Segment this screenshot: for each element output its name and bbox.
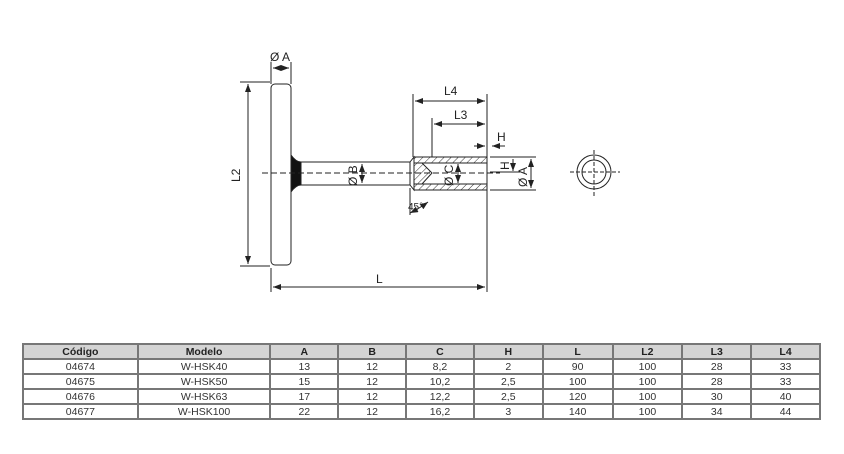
table-cell: 90 — [541, 358, 614, 375]
table-cell: 8,2 — [405, 358, 475, 375]
header-b: B — [337, 343, 408, 360]
dim-angle — [409, 201, 429, 214]
table-cell: 04674 — [22, 358, 139, 375]
header-l3: L3 — [681, 343, 753, 360]
table-cell: 40 — [750, 388, 821, 405]
label-dia-a-side: Ø A — [516, 167, 530, 187]
label-dia-b: Ø B — [346, 165, 360, 186]
table-cell: 3 — [472, 403, 544, 420]
table-cell: 17 — [269, 388, 340, 405]
table-cell: 100 — [541, 373, 614, 390]
table-cell: W-HSK40 — [136, 358, 272, 375]
label-l: L — [376, 272, 383, 286]
table-header-row: Código Modelo A B C H L L2 L3 L4 — [22, 343, 821, 360]
label-l2: L2 — [229, 168, 243, 182]
t-handle — [270, 83, 292, 266]
table-cell: 10,2 — [405, 373, 475, 390]
table-cell: 2 — [472, 358, 544, 375]
table-cell: 12 — [337, 403, 408, 420]
label-dia-c: Ø C — [442, 164, 456, 186]
table-cell: 12 — [337, 388, 408, 405]
table-cell: 34 — [681, 403, 753, 420]
table-cell: 2,5 — [472, 388, 544, 405]
table-cell: 30 — [681, 388, 753, 405]
table-cell: W-HSK63 — [136, 388, 272, 405]
table-cell: 44 — [750, 403, 821, 420]
table-cell: W-HSK100 — [136, 403, 272, 420]
hatch-top — [413, 156, 488, 164]
table-cell: W-HSK50 — [136, 373, 272, 390]
label-dia-a-top: Ø A — [270, 50, 290, 64]
label-l4: L4 — [444, 84, 458, 98]
table-cell: 12 — [337, 373, 408, 390]
end-view — [570, 150, 620, 196]
header-modelo: Modelo — [136, 343, 272, 360]
header-a: A — [269, 343, 340, 360]
table-cell: 13 — [269, 358, 340, 375]
table-cell: 2,5 — [472, 373, 544, 390]
table-cell: 100 — [611, 388, 684, 405]
table-cell: 04675 — [22, 373, 139, 390]
table-cell: 100 — [611, 373, 684, 390]
table-cell: 100 — [611, 358, 684, 375]
table-cell: 28 — [681, 358, 753, 375]
table-cell: 33 — [750, 373, 821, 390]
table-cell: 12,2 — [405, 388, 475, 405]
label-h-side: H — [498, 161, 512, 170]
label-h-top: H — [497, 130, 506, 144]
table-cell: 04676 — [22, 388, 139, 405]
header-c: C — [405, 343, 475, 360]
header-l: L — [541, 343, 614, 360]
table-cell: 12 — [337, 358, 408, 375]
label-l3: L3 — [454, 108, 468, 122]
table-cell: 33 — [750, 358, 821, 375]
table-cell: 04677 — [22, 403, 139, 420]
technical-drawing: Ø A L2 L4 L3 H Ø B Ø C H Ø A 45° L — [229, 50, 620, 292]
header-l4: L4 — [750, 343, 821, 360]
table-cell: 22 — [269, 403, 340, 420]
table-cell: 15 — [269, 373, 340, 390]
header-h: H — [472, 343, 544, 360]
table-cell: 120 — [541, 388, 614, 405]
label-angle: 45° — [408, 202, 423, 213]
table-cell: 28 — [681, 373, 753, 390]
table-cell: 140 — [541, 403, 614, 420]
header-codigo: Código — [22, 343, 139, 360]
table-cell: 16,2 — [405, 403, 475, 420]
table-cell: 100 — [611, 403, 684, 420]
header-l2: L2 — [611, 343, 684, 360]
